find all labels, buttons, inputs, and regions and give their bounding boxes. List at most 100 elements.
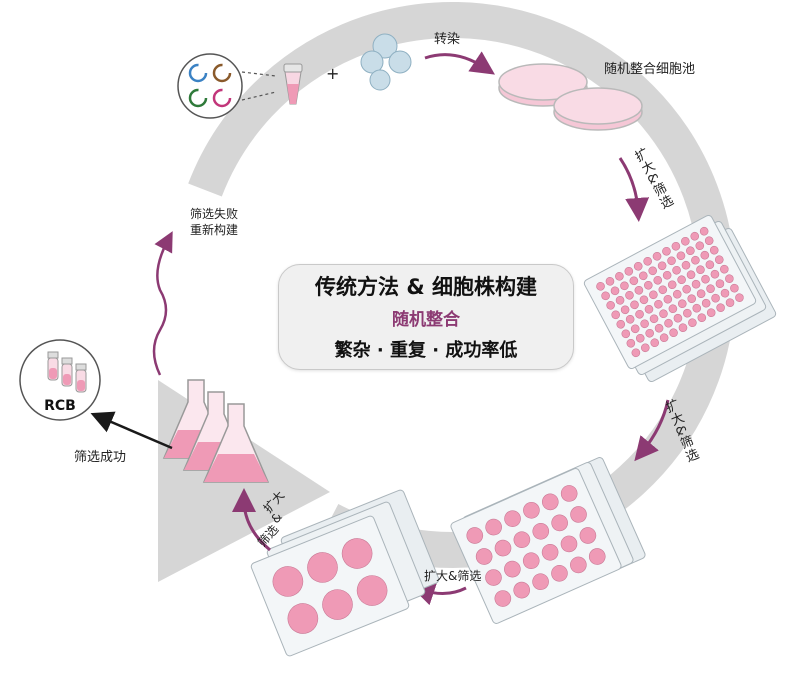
well-96 bbox=[680, 236, 690, 246]
well-96 bbox=[720, 264, 729, 274]
well-96 bbox=[701, 274, 710, 284]
well-96 bbox=[659, 333, 669, 343]
well-96 bbox=[672, 289, 682, 299]
well-24 bbox=[551, 565, 568, 582]
well-96 bbox=[711, 293, 720, 303]
well-24 bbox=[466, 527, 484, 544]
well-24 bbox=[541, 493, 559, 511]
well-24 bbox=[560, 535, 578, 553]
center-description: 繁杂 · 重复 · 成功率低 bbox=[334, 340, 518, 361]
well-96 bbox=[692, 303, 702, 313]
well-96 bbox=[705, 260, 715, 270]
well-96 bbox=[697, 313, 707, 323]
tube-icon bbox=[283, 63, 303, 105]
cells-icon bbox=[360, 33, 412, 91]
well-96 bbox=[672, 265, 681, 275]
well-96 bbox=[706, 308, 716, 318]
well-96 bbox=[616, 319, 626, 329]
well-96 bbox=[696, 265, 705, 275]
well-96 bbox=[606, 301, 615, 310]
well-96 bbox=[596, 282, 605, 291]
well-24 bbox=[560, 485, 578, 502]
well-6 bbox=[272, 566, 304, 597]
well-24 bbox=[494, 590, 512, 607]
well-96 bbox=[725, 274, 734, 283]
rcb-label: RCB bbox=[44, 398, 76, 414]
well-96 bbox=[699, 226, 709, 236]
well-96 bbox=[709, 245, 719, 255]
well-96 bbox=[730, 283, 739, 293]
well-96 bbox=[649, 314, 659, 324]
well-96 bbox=[671, 241, 681, 251]
well-96 bbox=[615, 295, 625, 305]
well-96 bbox=[601, 291, 610, 301]
well-96 bbox=[686, 246, 695, 256]
well-96 bbox=[644, 304, 654, 314]
well-96 bbox=[639, 295, 649, 305]
well-24 bbox=[494, 539, 512, 557]
well-96 bbox=[621, 329, 631, 339]
well-96 bbox=[630, 324, 640, 334]
well-96 bbox=[687, 294, 696, 304]
well-96 bbox=[643, 256, 652, 266]
well-96 bbox=[625, 290, 634, 300]
well-96 bbox=[625, 314, 635, 324]
well-96 bbox=[654, 299, 663, 309]
well-24 bbox=[579, 527, 597, 544]
well-96 bbox=[688, 318, 697, 328]
well-96 bbox=[706, 284, 715, 294]
well-96 bbox=[691, 255, 700, 265]
well-24 bbox=[523, 501, 540, 519]
well-96 bbox=[725, 298, 735, 307]
well-96 bbox=[715, 279, 725, 289]
expand-arrow-4 bbox=[232, 488, 271, 552]
well-96 bbox=[645, 328, 654, 338]
well-6 bbox=[356, 575, 388, 606]
well-96 bbox=[620, 281, 629, 291]
expand-arrow-2 bbox=[634, 399, 670, 462]
well-96 bbox=[611, 310, 620, 320]
well-96 bbox=[714, 255, 724, 265]
well-96 bbox=[704, 236, 714, 246]
well-96 bbox=[658, 285, 668, 295]
well-24 bbox=[570, 556, 587, 574]
well-6 bbox=[307, 552, 338, 583]
well-96 bbox=[677, 275, 686, 285]
well-96 bbox=[710, 269, 720, 279]
well-24 bbox=[504, 560, 521, 578]
well-96 bbox=[673, 313, 683, 323]
well-24 bbox=[475, 548, 493, 565]
label-screen-fail-1: 筛选失败 bbox=[190, 207, 239, 221]
plates-24 bbox=[450, 457, 646, 624]
well-96 bbox=[735, 293, 744, 302]
well-96 bbox=[652, 251, 662, 261]
well-96 bbox=[638, 271, 648, 281]
well-96 bbox=[700, 250, 710, 260]
plates-96 bbox=[583, 214, 777, 383]
expand-arrow-1 bbox=[618, 157, 650, 222]
well-24 bbox=[485, 518, 502, 536]
well-6 bbox=[287, 603, 319, 634]
plasmid-group bbox=[177, 53, 277, 119]
petri-dishes bbox=[498, 63, 643, 131]
well-96 bbox=[690, 231, 700, 241]
well-96 bbox=[634, 285, 644, 295]
well-96 bbox=[653, 275, 663, 285]
well-96 bbox=[659, 309, 668, 319]
plates-6 bbox=[250, 489, 440, 657]
well-96 bbox=[624, 266, 634, 276]
well-96 bbox=[657, 261, 667, 271]
well-96 bbox=[683, 308, 692, 318]
well-96 bbox=[678, 323, 688, 333]
well-96 bbox=[696, 289, 706, 299]
well-24 bbox=[522, 552, 540, 570]
well-96 bbox=[633, 261, 643, 271]
well-24 bbox=[570, 506, 587, 523]
well-24 bbox=[588, 548, 606, 565]
well-96 bbox=[650, 338, 660, 348]
rcb-icon bbox=[19, 339, 101, 421]
center-title: 传统方法 & 细胞株构建 bbox=[315, 275, 537, 299]
well-96 bbox=[667, 256, 676, 266]
center-subtitle: 随机整合 bbox=[392, 310, 460, 330]
